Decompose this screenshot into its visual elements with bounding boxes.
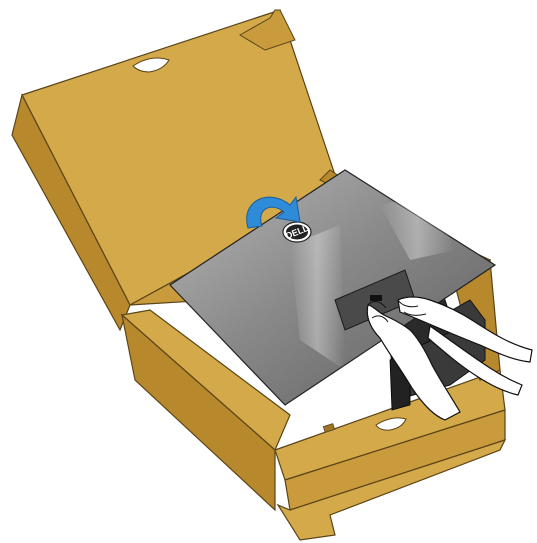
dell-logo-icon: DELL <box>283 222 311 242</box>
monitor-mount-slot <box>370 295 382 301</box>
